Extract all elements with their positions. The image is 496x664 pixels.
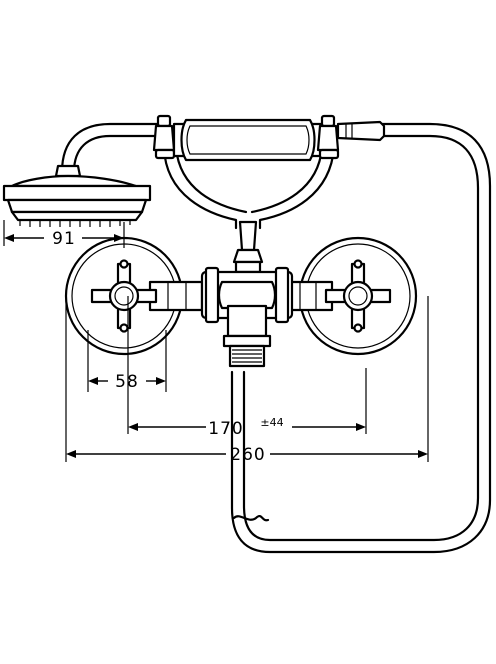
left-valve xyxy=(64,236,204,356)
dimension-58: 58 xyxy=(88,372,166,392)
dimension-tolerance-44: ±44 xyxy=(260,416,283,429)
shower-head xyxy=(2,164,152,227)
dimension-label-170: 170 xyxy=(208,419,243,439)
dimension-260: 260 xyxy=(66,445,428,465)
dimension-91: 91 xyxy=(4,229,124,249)
dimension-label-91: 91 xyxy=(52,229,76,249)
central-stem xyxy=(232,220,264,274)
right-valve xyxy=(284,236,418,356)
dimension-170: 170 ±44 xyxy=(128,416,366,439)
dimension-label-58: 58 xyxy=(115,372,139,392)
mixer-body xyxy=(200,266,294,368)
extension-lines xyxy=(3,220,429,462)
dimension-label-260: 260 xyxy=(230,445,265,465)
hand-shower xyxy=(152,114,386,230)
shower-hose xyxy=(60,122,492,554)
